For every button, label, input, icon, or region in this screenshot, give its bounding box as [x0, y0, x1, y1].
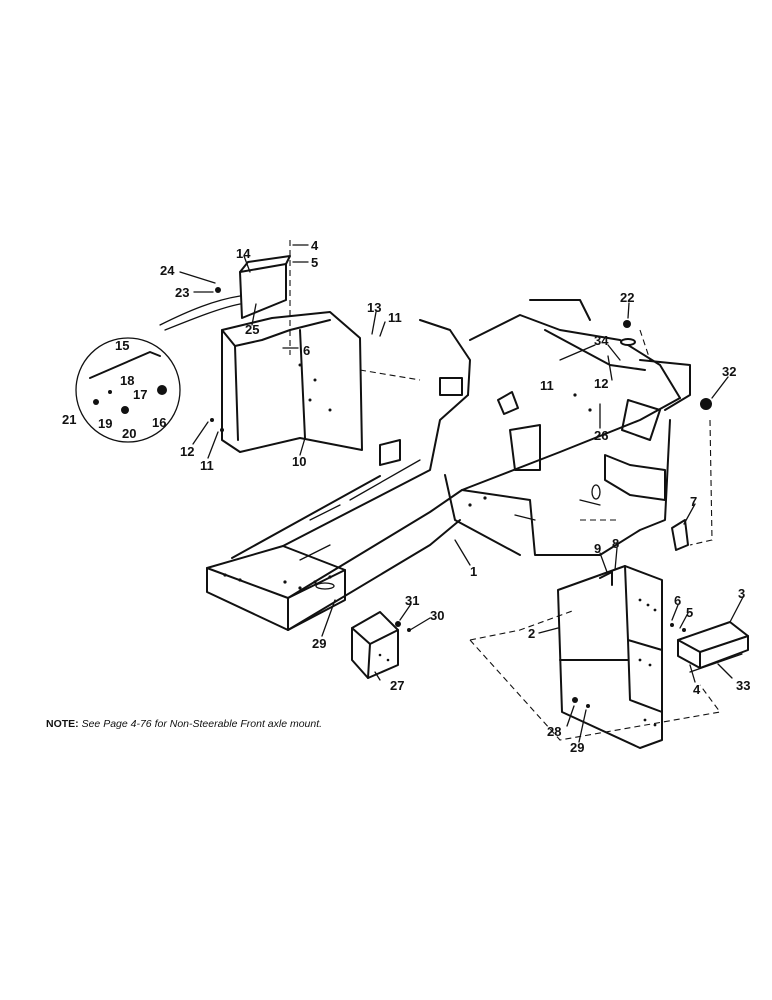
callout-15: 15 [115, 338, 129, 353]
callout-11-left: 11 [200, 458, 214, 473]
callout-12-left: 12 [180, 444, 194, 459]
callout-7: 7 [690, 494, 697, 509]
step-assembly [557, 565, 663, 749]
detail-view-circle [75, 337, 181, 443]
small-step [351, 611, 399, 679]
hardware [210, 287, 712, 708]
callout-27: 27 [390, 678, 404, 693]
step-plate [677, 621, 749, 673]
callout-24: 24 [160, 263, 175, 278]
callout-25: 25 [245, 322, 259, 337]
callout-22: 22 [620, 290, 634, 305]
callout-4-step: 4 [693, 682, 701, 697]
bracket-7 [671, 519, 689, 551]
callout-32: 32 [722, 364, 736, 379]
main-frame [206, 299, 691, 631]
callout-20: 20 [122, 426, 136, 441]
callout-11-frame: 11 [540, 378, 554, 393]
callout-30: 30 [430, 608, 444, 623]
fender-panel [221, 311, 363, 453]
callout-17: 17 [133, 387, 147, 402]
callout-5-step: 5 [686, 605, 693, 620]
callout-14: 14 [236, 246, 251, 261]
callout-10: 10 [292, 454, 306, 469]
callout-13: 13 [367, 300, 381, 315]
callout-labels: 1 2 3 4 4 5 5 6 6 7 8 9 10 11 11 11 12 1… [62, 238, 750, 755]
dashed-leaders [289, 240, 721, 741]
callout-19: 19 [98, 416, 112, 431]
callout-8: 8 [612, 536, 619, 551]
note-text: See Page 4-76 for Non-Steerable Front ax… [81, 718, 323, 730]
callout-4-top: 4 [311, 238, 319, 253]
callout-18: 18 [120, 373, 134, 388]
mounting-bracket [159, 255, 291, 331]
callout-33: 33 [736, 678, 750, 693]
callout-5-top: 5 [311, 255, 318, 270]
callout-28: 28 [547, 724, 561, 739]
callout-12-frame: 12 [594, 376, 608, 391]
callout-29-left: 29 [312, 636, 326, 651]
callout-11-top: 11 [388, 310, 402, 325]
callout-29-step: 29 [570, 740, 584, 755]
callout-1: 1 [470, 564, 477, 579]
callout-16: 16 [152, 415, 166, 430]
callout-leaders [179, 244, 744, 743]
callout-9: 9 [594, 541, 601, 556]
callout-21: 21 [62, 412, 76, 427]
note-label: NOTE: [46, 718, 79, 730]
callout-31: 31 [405, 593, 419, 608]
callout-26: 26 [594, 428, 608, 443]
callout-3: 3 [738, 586, 745, 601]
callout-34: 34 [594, 333, 609, 348]
callout-2: 2 [528, 626, 535, 641]
callout-6-fender: 6 [303, 343, 310, 358]
callout-6-step: 6 [674, 593, 681, 608]
footnote: NOTE: See Page 4-76 for Non-Steerable Fr… [46, 718, 322, 730]
callout-23: 23 [175, 285, 189, 300]
